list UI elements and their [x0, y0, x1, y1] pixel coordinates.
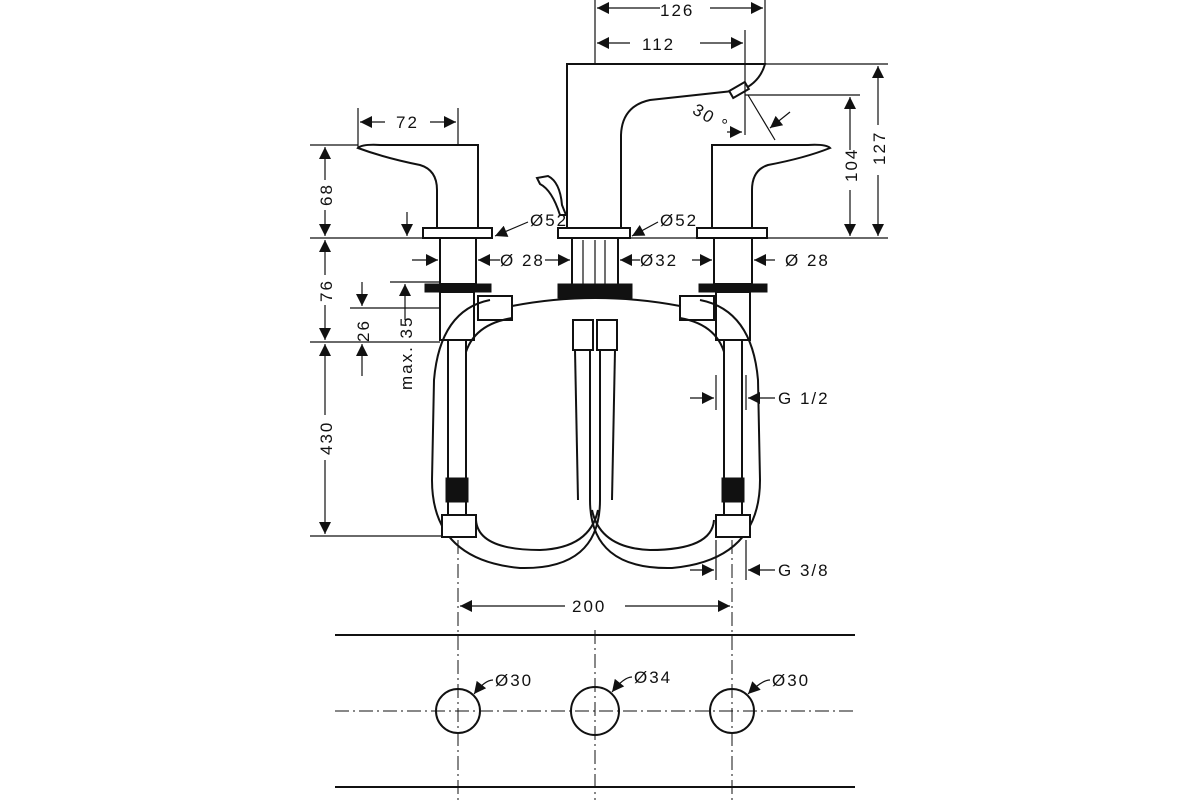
dim-127: 127	[870, 131, 889, 165]
dim-g12: G 1/2	[778, 389, 830, 408]
left-handle	[356, 143, 513, 341]
dim-104: 104	[842, 148, 861, 182]
hole-left	[435, 688, 481, 734]
dim-shank-right: Ø 28	[785, 251, 830, 270]
dim-spout-shank: Ø32	[640, 251, 678, 270]
dim-max-35: max. 35	[397, 316, 416, 390]
dim-shank-left: Ø 28	[500, 251, 545, 270]
dim-430: 430	[317, 421, 336, 455]
dim-76: 76	[317, 279, 336, 302]
right-handle	[679, 143, 832, 341]
right-hose-nut	[715, 514, 751, 538]
hole-layout: Ø30 Ø34 Ø30	[335, 540, 855, 800]
spout	[535, 63, 767, 299]
hoses	[430, 297, 762, 570]
dimension-lines	[310, 0, 888, 612]
dim-26: 26	[354, 319, 373, 342]
dim-spout-rosette: Ø52	[660, 211, 698, 230]
dim-72: 72	[396, 113, 419, 132]
dim-200: 200	[572, 597, 606, 616]
popup-lever	[535, 174, 568, 216]
dim-68: 68	[317, 183, 336, 206]
hole-label-center: Ø34	[634, 668, 672, 687]
hole-center	[570, 686, 620, 736]
hole-right	[709, 688, 755, 734]
dimension-labels: 126 112 30 ° 104 127 72 68 76 26 max. 35…	[317, 1, 889, 616]
dim-g38: G 3/8	[778, 561, 830, 580]
dim-126: 126	[660, 1, 694, 20]
spout-rosette	[557, 227, 631, 239]
hole-label-right: Ø30	[772, 671, 810, 690]
left-hose-nut	[441, 514, 477, 538]
dim-112: 112	[642, 35, 675, 54]
dim-handle-rosette: Ø52	[530, 211, 568, 230]
hole-label-left: Ø30	[495, 671, 533, 690]
dim-30deg: 30 °	[689, 100, 732, 136]
